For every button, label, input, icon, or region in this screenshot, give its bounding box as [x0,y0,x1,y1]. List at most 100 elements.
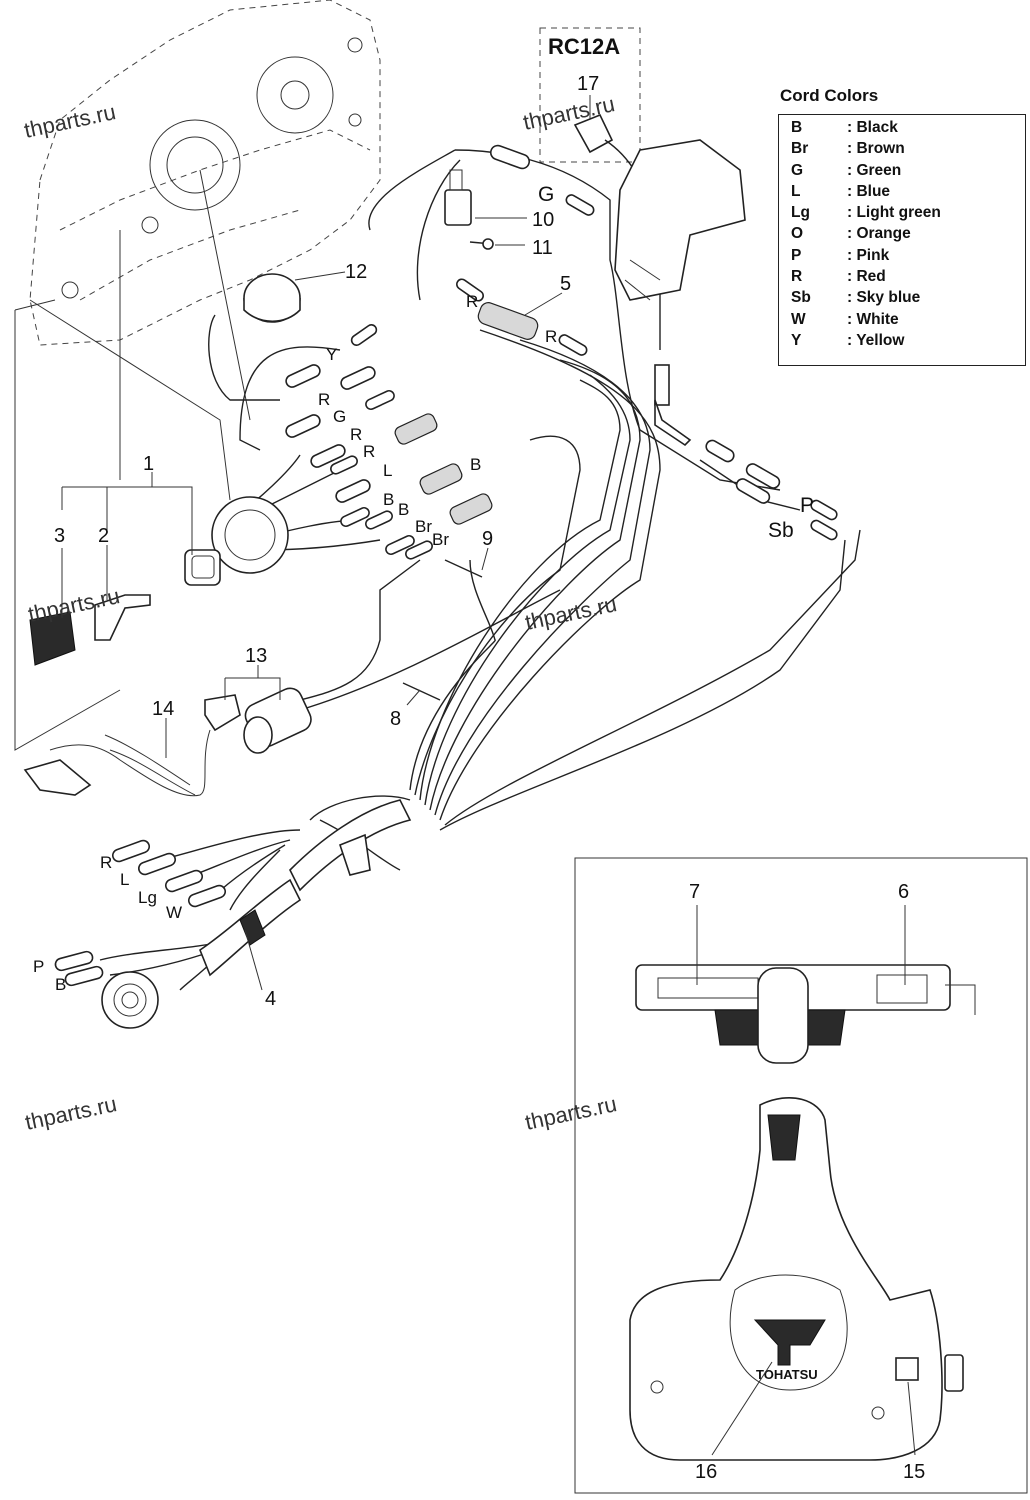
wire-label-w-left: W [166,903,182,922]
part-number-14: 14 [152,698,174,720]
remote-control-body [614,139,746,447]
main-harness-sleeve [101,799,412,1029]
part-12-buzzer [243,273,301,323]
wire-label-b3: B [398,500,409,519]
part-number-1: 1 [143,453,154,475]
legend-color: : Pink [847,246,890,264]
legend-row: Y : Yellow [791,332,1025,353]
legend-row: R : Red [791,268,1025,289]
part-number-13: 13 [245,645,267,667]
rc12a-box: RC12A 17 [539,27,661,350]
legend-code: Br [791,140,809,158]
part-number-4: 4 [265,988,276,1010]
wire-label-b-left: B [55,975,66,994]
control-box-housing [14,0,381,751]
variant-label: RC12A [548,34,620,59]
legend-row: P : Pink [791,247,1025,268]
legend-row: Sb : Sky blue [791,289,1025,310]
wire-label-g-top: G [538,183,554,206]
part-8-pin [402,682,441,701]
part-number-6: 6 [898,881,909,903]
legend-code: O [791,225,804,243]
wire-label-br1: Br [415,517,432,536]
part-number-5: 5 [560,273,571,295]
legend-row: Br : Brown [791,140,1025,161]
legend-color: : Black [847,119,898,136]
part-number-7: 7 [689,881,700,903]
legend-row: G : Green [791,162,1025,183]
legend-code: Sb [791,289,811,307]
legend-code: W [791,310,806,328]
wire-label-b2: B [383,490,394,509]
legend-color: : Red [847,268,886,286]
legend-color: : Brown [847,140,905,158]
legend-row: Lg : Light green [791,204,1025,225]
legend-code: L [791,182,801,200]
part-number-9: 9 [482,528,493,550]
part-11-screw [469,238,494,250]
watermark-4: thparts.ru [523,591,619,635]
legend-color: : Light green [847,204,941,222]
legend-code: R [791,268,803,286]
wire-label-p-left: P [33,957,44,976]
wire-label-l1: L [383,461,392,480]
wire-connectors [54,144,838,987]
legend-color: : Sky blue [847,289,921,307]
wire-label-r-mid: R [545,327,557,346]
legend-code: B [791,119,803,136]
legend-code: G [791,161,804,179]
legend-row: O : Orange [791,225,1025,246]
legend-code: P [791,246,802,264]
wire-label-r-left: R [100,853,112,872]
cord-colors-legend: B : Black Br : Brown G : Green L : Blue Lg : … [778,114,1026,366]
legend-color: : White [847,310,899,328]
wire-label-g1: G [333,407,346,426]
part-number-3: 3 [54,525,65,547]
wire-label-b1: B [470,455,481,474]
part-13-stop-switch [243,687,312,754]
part-9-pin [444,559,483,578]
wire-label-sb-right: Sb [768,519,794,542]
part-number-labels: 1 2 3 4 5 6 7 8 9 10 11 12 13 14 15 16 [54,209,925,1483]
legend-row: L : Blue [791,183,1025,204]
part-2-key [94,594,151,641]
legend-color: : Blue [847,182,891,200]
part-10-switch [444,169,472,226]
part-number-12: 12 [345,261,367,283]
part-1-main-switch [184,496,289,586]
wire-label-lg-left: Lg [138,888,157,907]
part-14-lanyard [23,694,241,797]
wire-label-r1: R [318,390,330,409]
legend-code: Y [791,331,802,349]
wire-label-r2: R [350,425,362,444]
wire-label-br2: Br [432,530,449,549]
watermark-1: thparts.ru [22,99,118,143]
part-5-tube [477,302,539,340]
watermark-6: thparts.ru [523,1091,619,1135]
brand-logo-text: TOHATSU [756,1367,818,1382]
wire-label-l-left: L [120,870,129,889]
legend-color: : Yellow [847,331,905,349]
part-number-2: 2 [98,525,109,547]
part-number-8: 8 [390,708,401,730]
legend-code: Lg [791,204,810,222]
part-number-16: 16 [695,1461,717,1483]
legend-color: : Orange [847,225,911,243]
wire-color-labels: G R R Y R G R R L B B B Br Br P Sb R L L… [33,183,814,994]
wire-label-r-top: R [466,292,478,311]
part-number-11: 11 [532,237,553,259]
part-number-15: 15 [903,1461,925,1483]
legend-color: : Green [847,161,902,179]
wire-label-p-right: P [800,494,814,517]
watermark-5: thparts.ru [23,1091,119,1135]
legend-row: B : Black [791,119,1025,140]
part-number-17: 17 [577,73,599,95]
wire-label-y: Y [326,345,337,364]
legend-title: Cord Colors [780,86,879,105]
part-3-cap [29,611,76,666]
part-number-10: 10 [532,209,554,231]
legend-row: W : White [791,311,1025,332]
inset-panel: TOHATSU [574,857,1028,1494]
wire-label-r3: R [363,442,375,461]
